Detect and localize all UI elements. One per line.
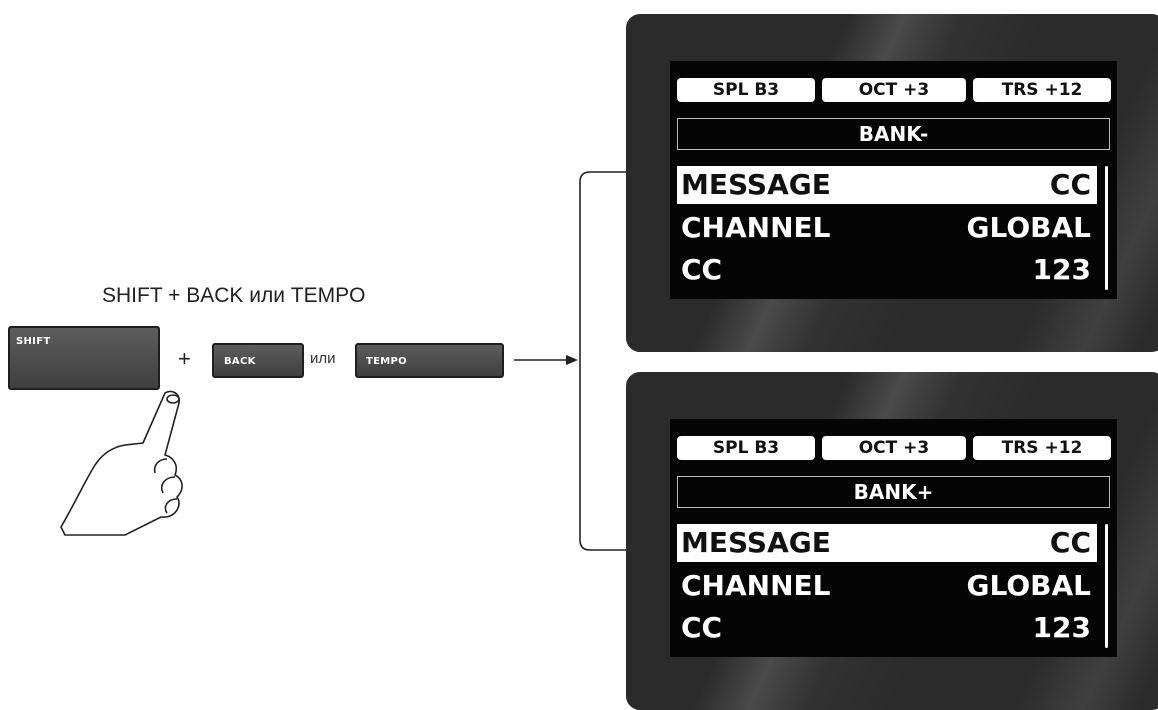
tempo-button-label: TEMPO	[366, 356, 407, 367]
octave-tab: OCT +3	[822, 78, 966, 102]
scrollbar	[1105, 166, 1108, 290]
tempo-button[interactable]: TEMPO	[355, 343, 504, 378]
row-value: CC	[1049, 168, 1091, 201]
instruction-caption: SHIFT + BACK или TEMPO	[102, 284, 366, 307]
menu-row-message: MESSAGE CC	[677, 524, 1097, 562]
plus-sign: +	[178, 346, 191, 371]
menu-row-cc: CC 123	[677, 609, 1097, 647]
shift-button-label: SHIFT	[16, 336, 51, 347]
shift-button[interactable]: SHIFT	[8, 326, 160, 390]
scrollbar	[1105, 524, 1108, 648]
row-value: GLOBAL	[966, 569, 1091, 602]
bank-title: BANK-	[677, 118, 1110, 150]
row-value: GLOBAL	[966, 211, 1091, 244]
row-label: CHANNEL	[681, 211, 831, 244]
back-button[interactable]: BACK	[212, 343, 304, 378]
row-label: CC	[681, 611, 723, 644]
row-value: 123	[1032, 611, 1091, 644]
row-label: MESSAGE	[681, 168, 831, 201]
split-tab: SPL B3	[677, 78, 815, 102]
row-label: MESSAGE	[681, 526, 831, 559]
menu-row-channel: CHANNEL GLOBAL	[677, 209, 1097, 247]
menu-row-message: MESSAGE CC	[677, 166, 1097, 204]
menu-row-cc: CC 123	[677, 251, 1097, 289]
bank-title: BANK+	[677, 476, 1110, 508]
transpose-tab: TRS +12	[973, 436, 1111, 460]
oled-screen: SPL B3 OCT +3 TRS +12 BANK+ MESSAGE CC C…	[670, 419, 1117, 657]
back-button-label: BACK	[224, 356, 256, 367]
transpose-tab: TRS +12	[973, 78, 1111, 102]
display-panel-bank-minus: SPL B3 OCT +3 TRS +12 BANK- MESSAGE CC C…	[626, 14, 1158, 352]
display-panel-bank-plus: SPL B3 OCT +3 TRS +12 BANK+ MESSAGE CC C…	[626, 372, 1158, 710]
oled-screen: SPL B3 OCT +3 TRS +12 BANK- MESSAGE CC C…	[670, 61, 1117, 299]
row-label: CC	[681, 253, 723, 286]
octave-tab: OCT +3	[822, 436, 966, 460]
row-label: CHANNEL	[681, 569, 831, 602]
row-value: 123	[1032, 253, 1091, 286]
or-label: или	[310, 350, 336, 367]
row-value: CC	[1049, 526, 1091, 559]
pointing-hand-icon	[60, 390, 183, 536]
menu-row-channel: CHANNEL GLOBAL	[677, 567, 1097, 605]
split-tab: SPL B3	[677, 436, 815, 460]
